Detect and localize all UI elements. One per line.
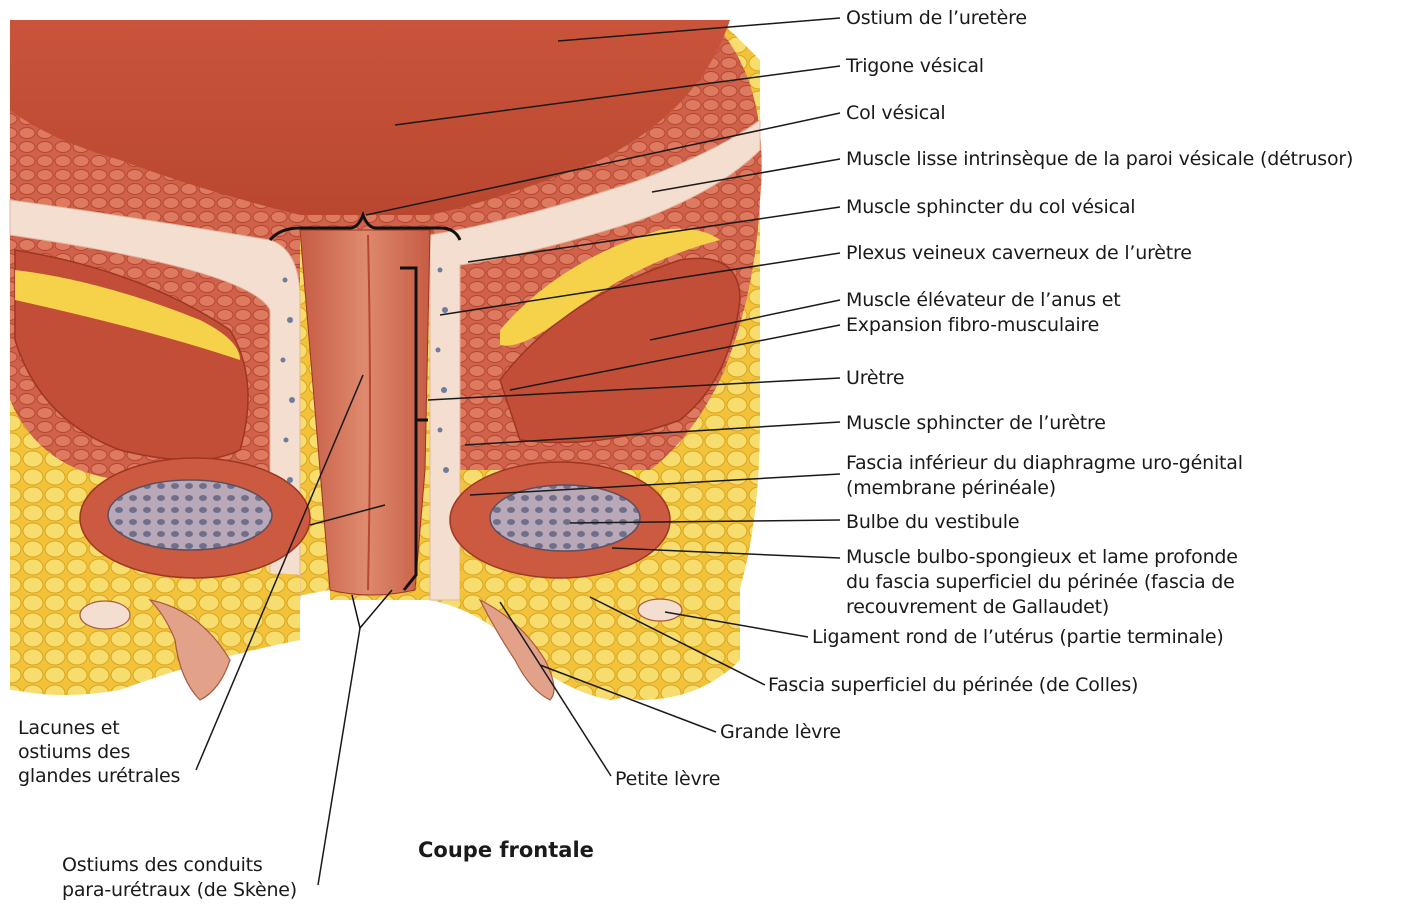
label-ostium-ureter: Ostium de l’uretère [846,6,1027,31]
right-vestibular-bulb [490,485,640,551]
right-round-ligament [638,599,682,621]
label-sphincter-col: Muscle sphincter du col vésical [846,195,1135,220]
label-bulbe: Bulbe du vestibule [846,510,1019,535]
label-trigone: Trigone vésical [846,54,984,79]
label-grande-levre: Grande lèvre [720,720,841,745]
label-sphincter-uretre: Muscle sphincter de l’urètre [846,411,1106,436]
label-ligament: Ligament rond de l’utérus (partie termin… [812,625,1224,650]
label-detrusor: Muscle lisse intrinsèque de la paroi vés… [846,147,1353,172]
left-round-ligament [80,601,130,629]
label-bulbo-line2: du fascia superficiel du périnée (fascia… [846,570,1235,595]
left-vestibular-bulb [108,480,272,550]
label-petite-levre: Petite lèvre [615,767,720,792]
label-colles: Fascia superficiel du périnée (de Colles… [768,673,1138,698]
label-bulbo-line3: recouvrement de Gallaudet) [846,595,1109,620]
label-skene-line2: para-urétraux (de Skène) [62,878,297,903]
label-lacunes-line2: ostiums des [18,740,130,765]
label-lacunes-line3: glandes urétrales [18,764,180,789]
label-uretre: Urètre [846,366,904,391]
label-levator-line2: Expansion fibro-musculaire [846,313,1099,338]
label-levator-line1: Muscle élévateur de l’anus et [846,288,1120,313]
label-skene-line1: Ostiums des conduits [62,853,263,878]
label-lacunes-line1: Lacunes et [18,716,120,741]
label-plexus: Plexus veineux caverneux de l’urètre [846,241,1192,266]
label-fascia-inf-line2: (membrane périnéale) [846,476,1056,501]
label-bulbo-line1: Muscle bulbo-spongieux et lame profonde [846,545,1238,570]
figure-title: Coupe frontale [418,838,594,862]
label-col: Col vésical [846,101,946,126]
label-fascia-inf-line1: Fascia inférieur du diaphragme uro-génit… [846,451,1243,476]
